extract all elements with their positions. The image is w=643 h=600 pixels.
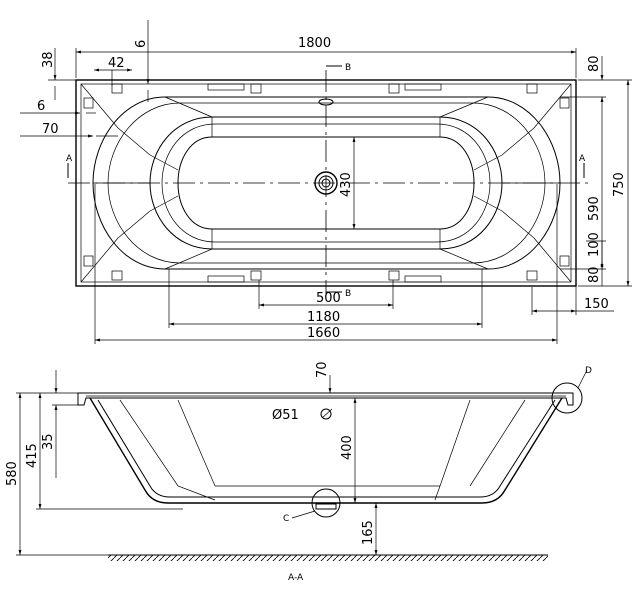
dim-offset-6-top: 6 xyxy=(134,40,149,48)
section-label-a-right: A xyxy=(579,154,586,164)
dim-depth-400: 400 xyxy=(340,435,355,460)
detail-label-c: C xyxy=(283,514,289,524)
section-dimension-lines xyxy=(16,370,380,556)
floor-hatch xyxy=(108,555,548,561)
section-label-b-bottom: B xyxy=(345,289,351,299)
drain-middle xyxy=(318,175,334,191)
detail-label-d: D xyxy=(585,366,592,376)
overflow-hole xyxy=(318,98,334,106)
dim-inner-length: 1660 xyxy=(307,326,340,341)
section-marker-lines xyxy=(67,65,585,293)
section-inner-shell xyxy=(97,399,556,498)
drain-inner xyxy=(321,178,331,188)
plan-view: A A B B xyxy=(20,20,632,344)
dim-height-415: 415 xyxy=(25,443,40,468)
dim-overall-width: 750 xyxy=(612,172,627,197)
detail-circle-d xyxy=(551,382,583,414)
dim-foot-offset: 70 xyxy=(42,122,59,137)
section-overflow xyxy=(320,408,332,420)
dim-overall-length: 1800 xyxy=(298,36,331,51)
dim-offset-6-left: 6 xyxy=(37,99,45,114)
section-outer-shell xyxy=(89,397,563,504)
dim-inner-width: 590 xyxy=(587,196,602,221)
section-label-b-top: B xyxy=(345,63,351,73)
dim-overflow-diameter: Ø51 xyxy=(272,408,299,423)
dim-bottom-length: 1180 xyxy=(307,310,340,325)
basin-slope-inner xyxy=(161,123,491,243)
dim-side-150: 150 xyxy=(584,297,609,312)
dim-rim-70: 70 xyxy=(315,361,330,378)
dim-bottom-width: 430 xyxy=(339,172,354,197)
section-label-a-left: A xyxy=(66,154,73,164)
section-title: A-A xyxy=(288,573,304,583)
dim-height-35: 35 xyxy=(41,433,56,450)
dim-rim-left: 38 xyxy=(41,51,56,68)
drain-outer xyxy=(314,171,338,195)
mounting-feet xyxy=(83,83,570,283)
dim-foot-spacing: 42 xyxy=(108,56,125,71)
facet-lines xyxy=(80,83,572,283)
dim-drain-spacing: 500 xyxy=(316,291,341,306)
dim-corner-offset: 100 xyxy=(587,232,602,257)
section-rim xyxy=(77,392,574,406)
dim-rim-top: 80 xyxy=(587,55,602,72)
dim-floor-165: 165 xyxy=(361,520,376,545)
dim-total-height: 580 xyxy=(5,461,20,486)
dim-rim-bottom: 80 xyxy=(587,266,602,283)
section-view: D C 580 415 xyxy=(5,361,592,583)
section-facets xyxy=(119,399,526,501)
plan-dimension-lines xyxy=(20,20,632,344)
